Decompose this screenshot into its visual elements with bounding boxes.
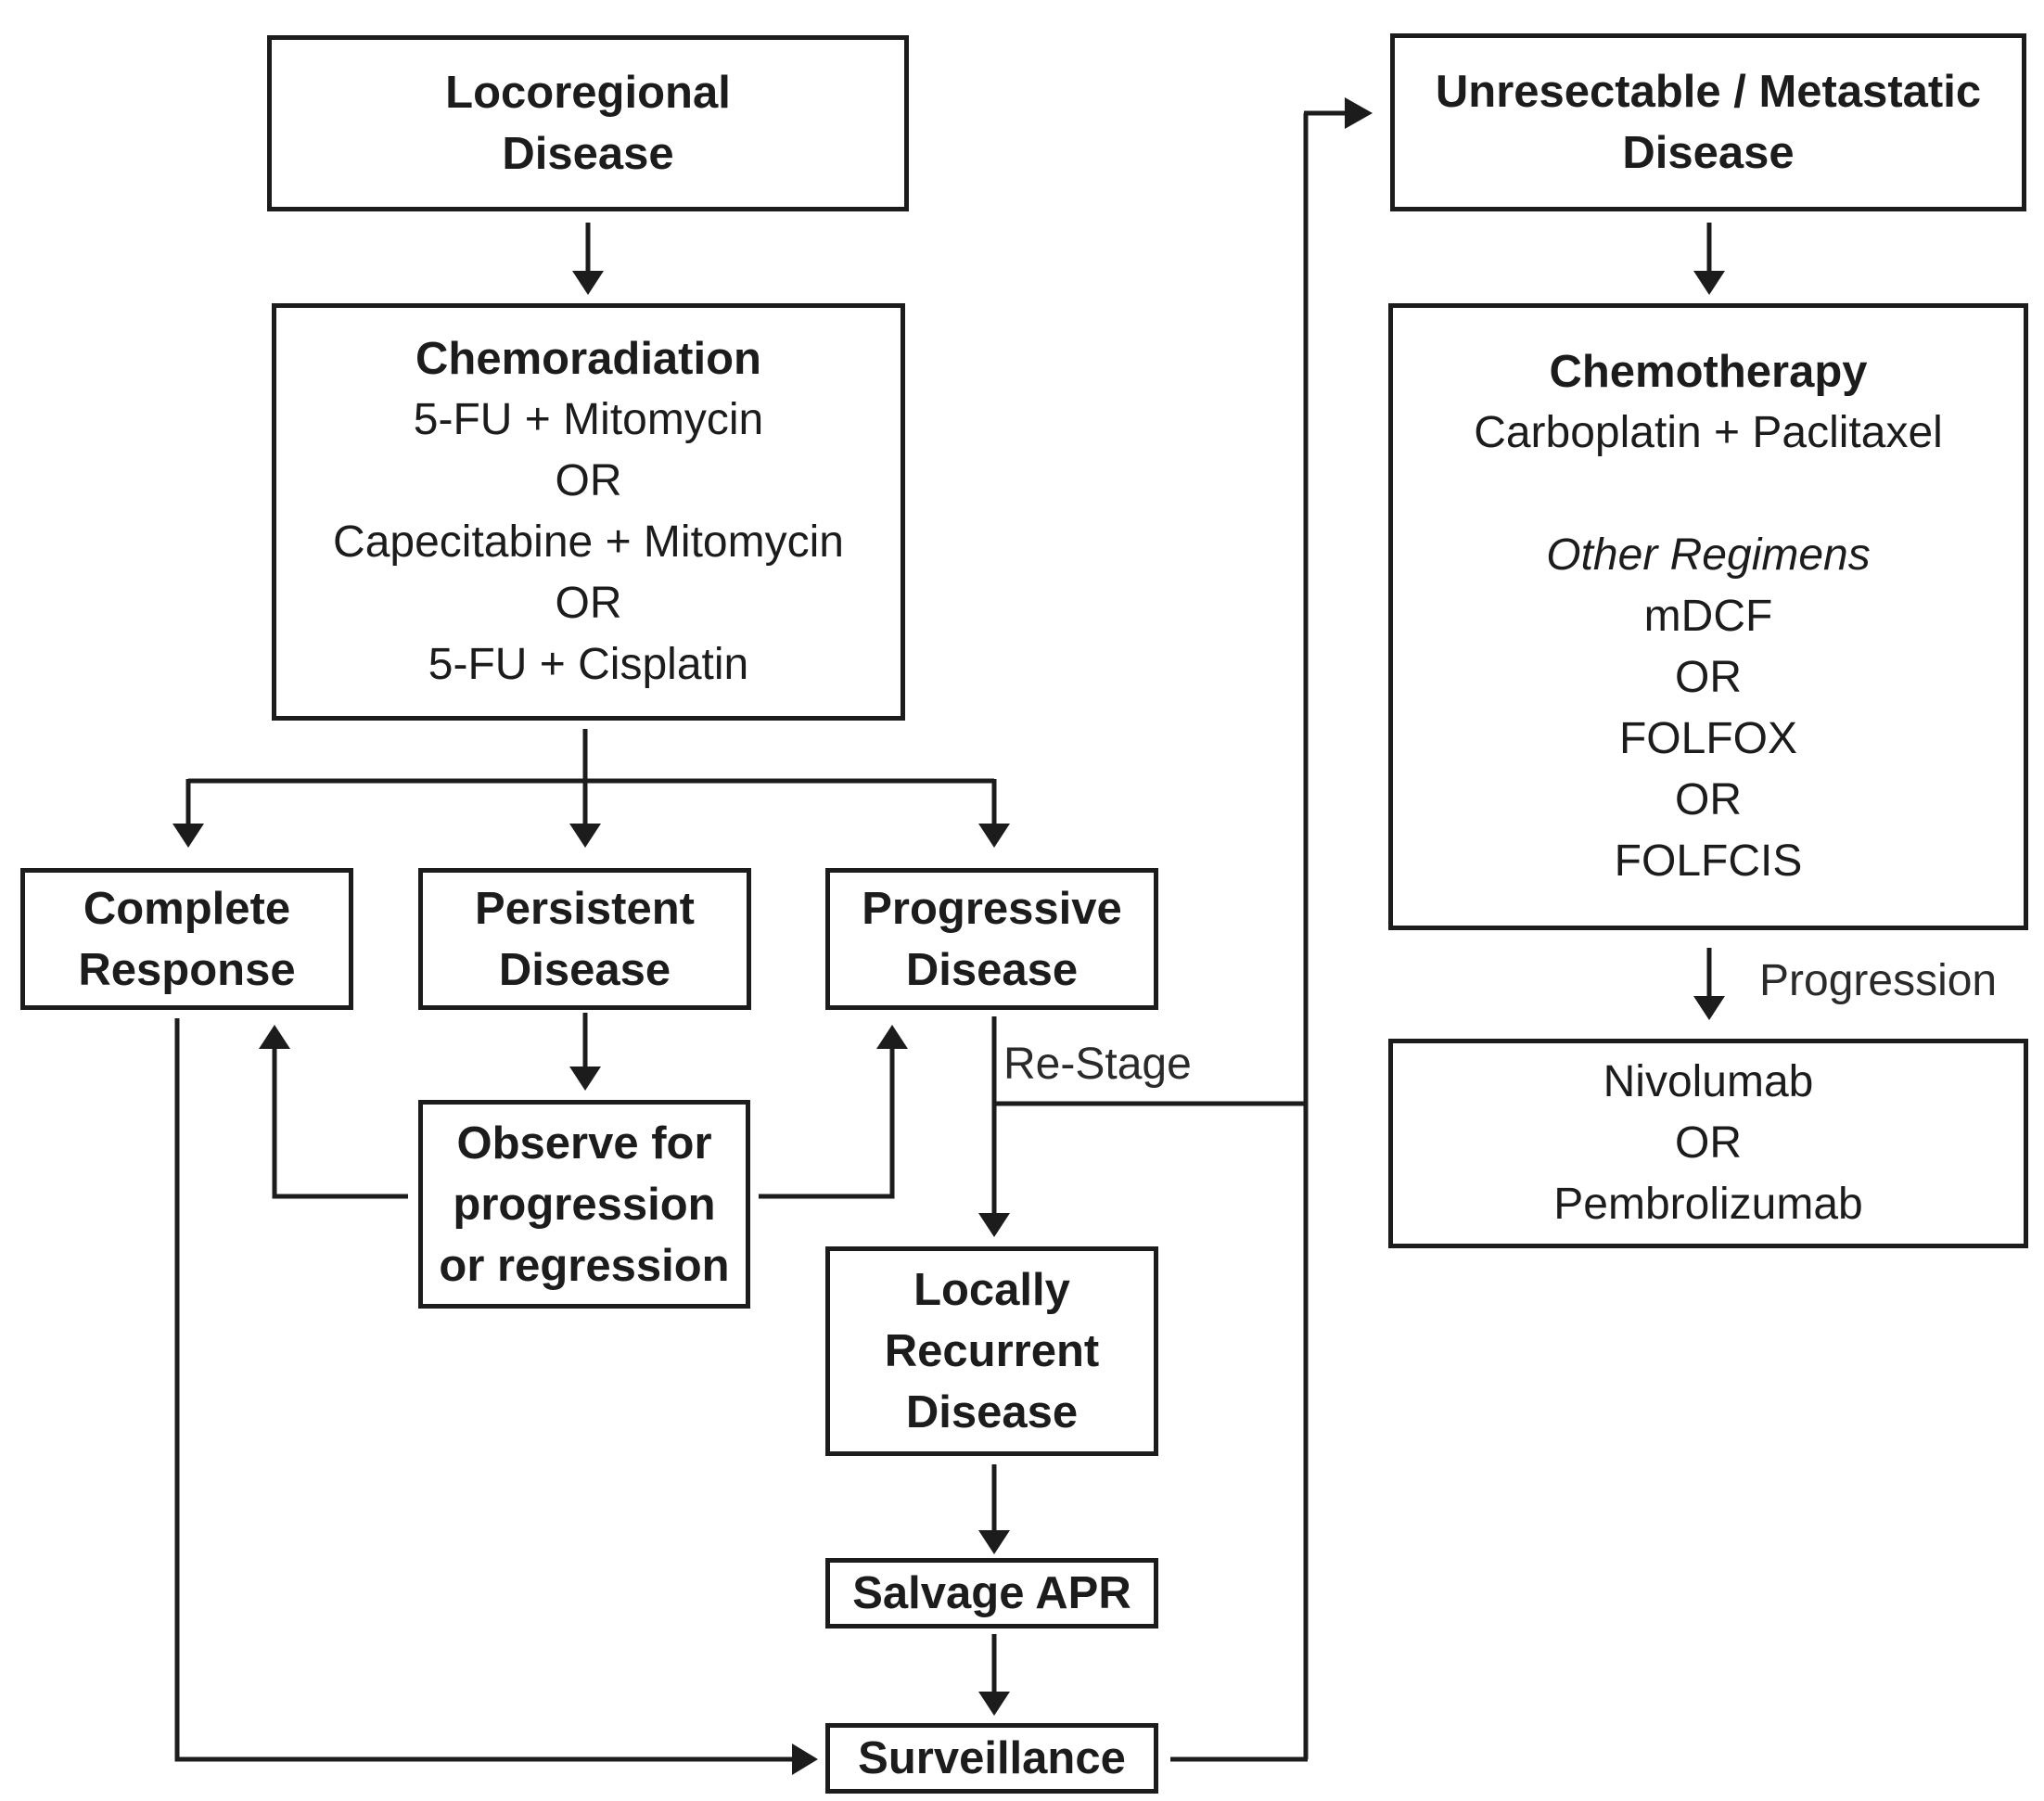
locoregional-title-line2: Disease bbox=[502, 129, 674, 179]
locally-recurrent-disease-box: Locally Recurrent Disease bbox=[825, 1246, 1158, 1456]
progressive-disease-line2: Disease bbox=[905, 944, 1079, 995]
observe-box: Observe for progression or regression bbox=[418, 1100, 750, 1309]
complete-response-box: Complete Response bbox=[20, 868, 353, 1010]
progressive-disease-line1: Progressive bbox=[862, 883, 1122, 934]
other-regimen-3: FOLFCIS bbox=[1614, 837, 1803, 886]
chemoradiation-title: Chemoradiation bbox=[415, 334, 761, 384]
locally-recurrent-line2: Recurrent bbox=[884, 1326, 1100, 1376]
persistent-disease-line2: Disease bbox=[498, 944, 671, 995]
observe-line3: or regression bbox=[439, 1240, 730, 1291]
arrowhead-chemotherapy bbox=[1693, 271, 1725, 295]
arrowhead-chemoradiation bbox=[572, 271, 604, 295]
restage-label: Re-Stage bbox=[1003, 1040, 1192, 1089]
arrow-observe-to-progressive-disease bbox=[759, 1043, 895, 1199]
progression-label: Progression bbox=[1759, 956, 1998, 1005]
locoregional-disease-box: Locoregional Disease bbox=[267, 35, 909, 211]
immunotherapy-or: OR bbox=[1675, 1118, 1742, 1168]
surveillance-title: Surveillance bbox=[858, 1733, 1126, 1783]
other-regimen-1: mDCF bbox=[1643, 592, 1773, 641]
locally-recurrent-line1: Locally bbox=[913, 1265, 1070, 1315]
chemoradiation-regimen-3: 5-FU + Cisplatin bbox=[428, 640, 749, 689]
arrowhead-surveillance-left bbox=[792, 1744, 818, 1775]
arrowhead-unresectable bbox=[1345, 97, 1373, 129]
other-regimen-or-1: OR bbox=[1675, 653, 1742, 702]
immunotherapy-option-2: Pembrolizumab bbox=[1553, 1180, 1863, 1229]
unresectable-line1: Unresectable / Metastatic bbox=[1435, 67, 1982, 117]
arrowhead-persistent-disease bbox=[569, 824, 601, 848]
unresectable-line2: Disease bbox=[1622, 128, 1795, 178]
chemoradiation-or-2: OR bbox=[555, 579, 622, 628]
arrowhead-salvage-apr bbox=[978, 1530, 1010, 1554]
arrowhead-complete-response-up bbox=[259, 1025, 290, 1049]
locoregional-title-line1: Locoregional bbox=[445, 68, 731, 118]
arrow-complete-response-to-surveillance bbox=[174, 1018, 798, 1762]
chemotherapy-first-line: Carboplatin + Paclitaxel bbox=[1474, 408, 1943, 457]
chemoradiation-regimen-1: 5-FU + Mitomycin bbox=[413, 395, 764, 444]
arrowhead-complete-response bbox=[172, 824, 204, 848]
surveillance-box: Surveillance bbox=[825, 1723, 1158, 1794]
chemotherapy-box: Chemotherapy Carboplatin + Paclitaxel Ot… bbox=[1388, 303, 2028, 930]
salvage-apr-title: Salvage APR bbox=[852, 1568, 1131, 1618]
locally-recurrent-line3: Disease bbox=[905, 1387, 1079, 1437]
salvage-apr-box: Salvage APR bbox=[825, 1558, 1158, 1629]
arrow-observe-to-complete-response bbox=[272, 1043, 408, 1199]
chemoradiation-box: Chemoradiation 5-FU + Mitomycin OR Capec… bbox=[272, 303, 905, 721]
other-regimen-2: FOLFOX bbox=[1618, 714, 1798, 763]
observe-line1: Observe for bbox=[456, 1118, 712, 1169]
arrowhead-progressive-disease bbox=[978, 824, 1010, 848]
other-regimen-or-2: OR bbox=[1675, 775, 1742, 824]
immunotherapy-box: Nivolumab OR Pembrolizumab bbox=[1388, 1039, 2028, 1248]
complete-response-line2: Response bbox=[78, 944, 296, 995]
arrowhead-observe bbox=[569, 1067, 601, 1091]
immunotherapy-option-1: Nivolumab bbox=[1603, 1057, 1814, 1106]
arrowhead-locally-recurrent bbox=[978, 1213, 1010, 1237]
chemoradiation-or-1: OR bbox=[555, 456, 622, 505]
progressive-disease-box: Progressive Disease bbox=[825, 868, 1158, 1010]
arrowhead-surveillance bbox=[978, 1692, 1010, 1716]
chemoradiation-regimen-2: Capecitabine + Mitomycin bbox=[333, 517, 844, 567]
arrowhead-immunotherapy bbox=[1693, 996, 1725, 1020]
unresectable-metastatic-box: Unresectable / Metastatic Disease bbox=[1390, 33, 2026, 211]
arrowhead-progressive-disease-up bbox=[876, 1025, 908, 1049]
persistent-disease-box: Persistent Disease bbox=[418, 868, 751, 1010]
chemotherapy-title: Chemotherapy bbox=[1549, 347, 1868, 397]
persistent-disease-line1: Persistent bbox=[475, 883, 695, 934]
complete-response-line1: Complete bbox=[83, 883, 291, 934]
observe-line2: progression bbox=[453, 1179, 716, 1230]
other-regimens-heading: Other Regimens bbox=[1546, 530, 1871, 580]
